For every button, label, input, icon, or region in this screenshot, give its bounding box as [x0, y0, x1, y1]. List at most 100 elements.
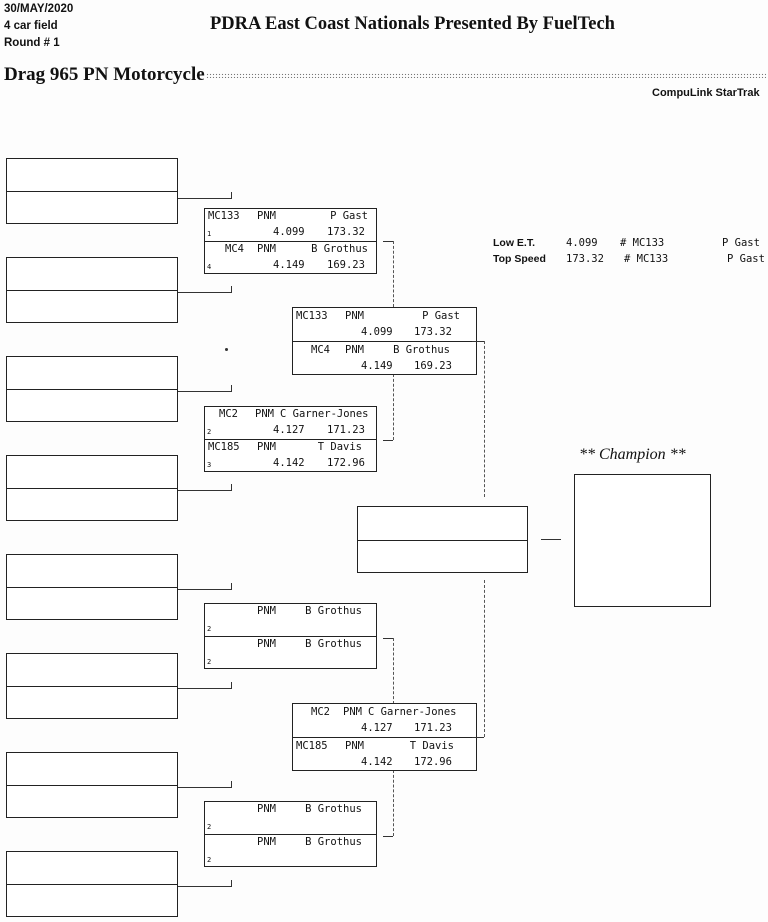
driver-name: B Grothus	[305, 803, 362, 815]
driver-name: B Grothus	[305, 836, 362, 848]
round2-match: MC133 PNM P Gast 4.099 173.32 MC4 PNM B …	[292, 307, 477, 375]
final-to-champion-connector	[541, 539, 561, 541]
bracket-connector	[178, 192, 232, 199]
scan-speck	[225, 348, 228, 351]
empty-slot-box	[6, 554, 178, 620]
class-label: PNM	[257, 243, 276, 255]
mph-value: 172.96	[414, 756, 452, 768]
seed-number: 2	[207, 856, 212, 864]
et-value: 4.142	[273, 457, 305, 469]
mph-value: 173.32	[414, 326, 452, 338]
low-et-label: Low E.T.	[493, 237, 535, 249]
page-title: PDRA East Coast Nationals Presented By F…	[210, 14, 615, 34]
empty-slot-box	[6, 356, 178, 422]
class-label: PNM	[345, 344, 364, 356]
et-value: 4.099	[273, 226, 305, 238]
brand-logo: CompuLink StarTrak	[652, 87, 760, 99]
car-number: MC133	[296, 310, 328, 322]
mph-value: 169.23	[414, 360, 452, 372]
bracket-connector	[484, 580, 485, 737]
bracket-connector	[178, 583, 232, 590]
low-et-number: # MC133	[620, 237, 665, 249]
mph-value: 171.23	[414, 722, 452, 734]
mph-value: 173.32	[327, 226, 365, 238]
seed-number: 2	[207, 823, 212, 831]
seed-number: 1	[207, 230, 212, 238]
et-value: 4.149	[273, 259, 305, 271]
round2-match: MC2 PNM C Garner-Jones 4.127 171.23 MC18…	[292, 703, 477, 771]
round1-match: PNM B Grothus 2 PNM B Grothus 2	[204, 603, 377, 669]
bracket-connector	[472, 341, 484, 343]
mph-value: 169.23	[327, 259, 365, 271]
mph-value: 172.96	[327, 457, 365, 469]
bracket-connector	[383, 638, 393, 640]
car-number: MC4	[225, 243, 244, 255]
seed-number: 2	[207, 625, 212, 633]
driver-name: P Gast	[422, 310, 460, 322]
class-label: PNM	[255, 408, 274, 420]
driver-name: C Garner-Jones	[280, 408, 369, 420]
bracket-connector	[484, 341, 485, 497]
field-size: 4 car field	[4, 20, 58, 32]
bracket-connector	[178, 286, 232, 293]
empty-slot-box	[6, 653, 178, 719]
driver-name: B Grothus	[393, 344, 450, 356]
class-label: PNM	[257, 605, 276, 617]
top-speed-number: # MC133	[624, 253, 669, 265]
bracket-connector	[383, 836, 393, 838]
class-label: PNM	[257, 210, 276, 222]
seed-number: 3	[207, 461, 212, 469]
empty-slot-box	[6, 257, 178, 323]
et-value: 4.142	[361, 756, 393, 768]
car-number: MC185	[208, 441, 240, 453]
driver-name: T Davis	[409, 740, 454, 752]
bracket-connector	[383, 440, 393, 442]
driver-name: B Grothus	[311, 243, 368, 255]
driver-name: B Grothus	[305, 605, 362, 617]
car-number: MC4	[311, 344, 330, 356]
round1-match: MC2 PNM C Garner-Jones 2 4.127 171.23 MC…	[204, 406, 377, 472]
final-match-box	[357, 506, 528, 573]
empty-slot-box	[6, 851, 178, 917]
empty-slot-box	[6, 752, 178, 818]
empty-slot-box	[6, 455, 178, 521]
empty-slot-box	[6, 158, 178, 224]
driver-name: T Davis	[317, 441, 362, 453]
bracket-connector	[383, 241, 393, 243]
class-label: PNM	[343, 706, 362, 718]
class-label: PNM	[345, 740, 364, 752]
low-et-driver: P Gast	[722, 237, 760, 249]
driver-name: C Garner-Jones	[368, 706, 457, 718]
class-label: PNM	[257, 441, 276, 453]
seed-number: 2	[207, 658, 212, 666]
et-value: 4.127	[361, 722, 393, 734]
car-number: MC185	[296, 740, 328, 752]
title-dot-rule	[206, 73, 766, 78]
driver-name: P Gast	[330, 210, 368, 222]
bracket-connector	[178, 484, 232, 491]
top-speed-value: 173.32	[566, 253, 604, 265]
bracket-connector	[393, 374, 394, 440]
bracket-connector	[472, 737, 484, 739]
category-title: Drag 965 PN Motorcycle	[4, 64, 205, 85]
seed-number: 2	[207, 428, 212, 436]
car-number: MC133	[208, 210, 240, 222]
class-label: PNM	[257, 803, 276, 815]
et-value: 4.099	[361, 326, 393, 338]
class-label: PNM	[257, 836, 276, 848]
mph-value: 171.23	[327, 424, 365, 436]
class-label: PNM	[345, 310, 364, 322]
bracket-connector	[178, 385, 232, 392]
car-number: MC2	[219, 408, 238, 420]
round-label: Round # 1	[4, 37, 60, 49]
round1-match: PNM B Grothus 2 PNM B Grothus 2	[204, 801, 377, 867]
champion-label: ** Champion **	[579, 446, 686, 463]
bracket-connector	[178, 682, 232, 689]
champion-box	[574, 474, 711, 607]
low-et-value: 4.099	[566, 237, 598, 249]
car-number: MC2	[311, 706, 330, 718]
round1-match: MC133 PNM P Gast 1 4.099 173.32 MC4 PNM …	[204, 208, 377, 274]
bracket-connector	[178, 781, 232, 788]
et-value: 4.149	[361, 360, 393, 372]
et-value: 4.127	[273, 424, 305, 436]
